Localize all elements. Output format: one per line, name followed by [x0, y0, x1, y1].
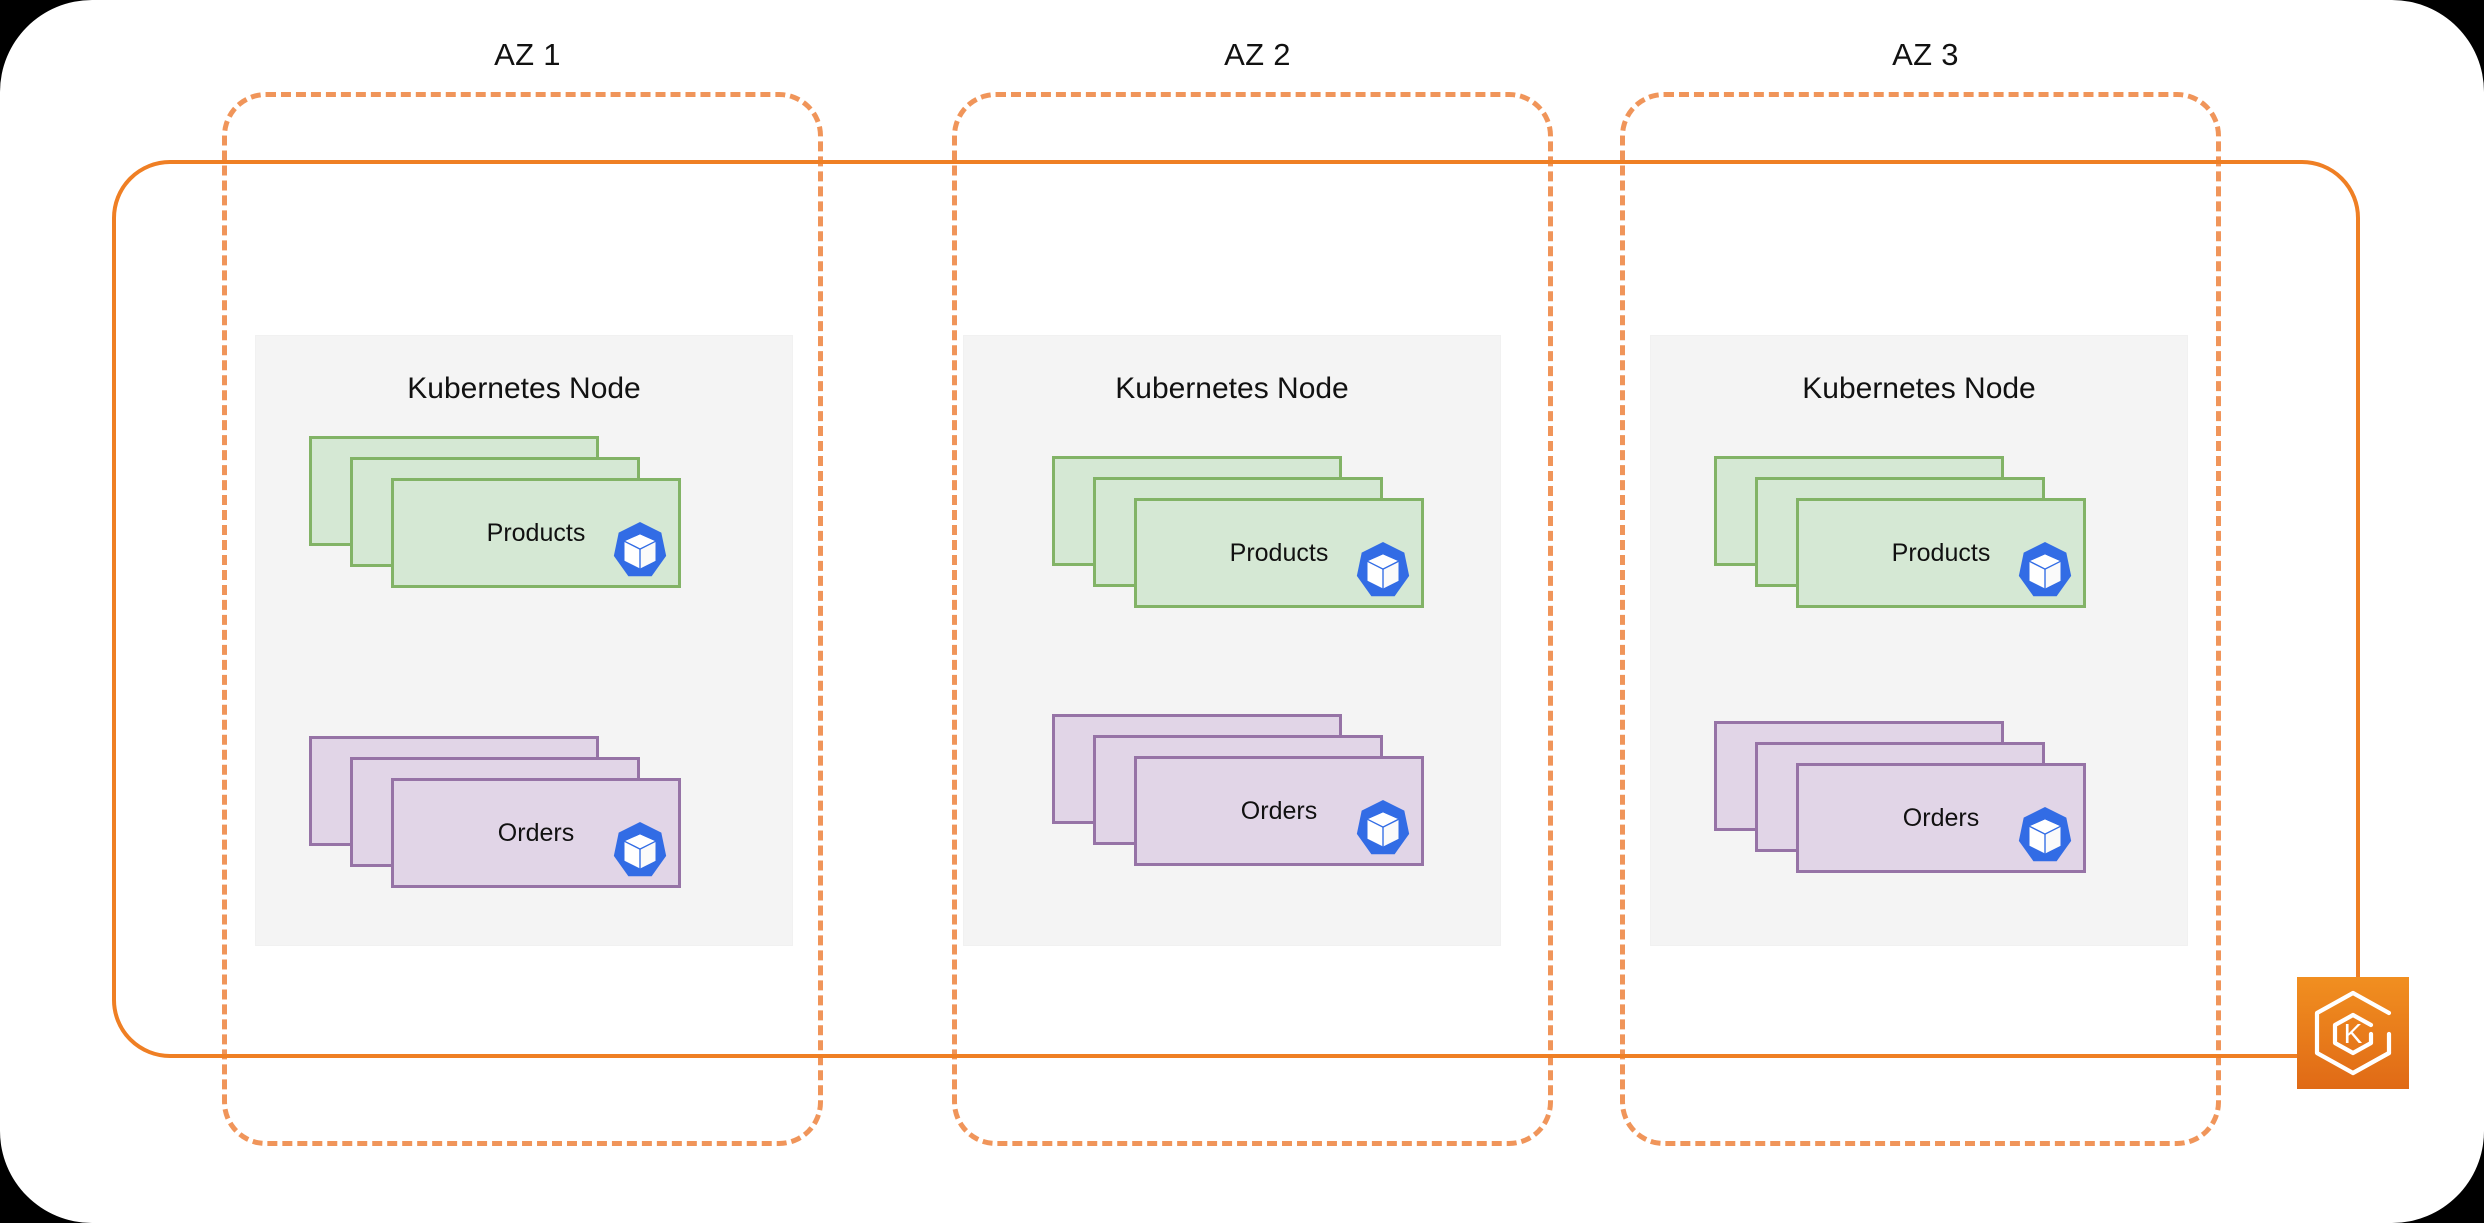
eks-letter: K	[2344, 1018, 2363, 1049]
pod-stack-label: Products	[1229, 538, 1329, 567]
pod-stack-label: Products	[1891, 538, 1991, 567]
kubernetes-node-az2: Kubernetes Node Products	[963, 335, 1501, 946]
az-label-1: AZ 1	[494, 37, 561, 72]
pod-stack-label: Products	[486, 518, 586, 547]
kubernetes-node-az3: Kubernetes Node Products	[1650, 335, 2188, 946]
pod-stack-label: Orders	[1240, 796, 1318, 825]
az-boundary-2: AZ 2	[952, 37, 1553, 1146]
pod-stack-products[interactable]: Products	[1714, 456, 2086, 608]
pod-stack-label: Orders	[1902, 803, 1980, 832]
kubernetes-node-az1: Kubernetes Node Products	[255, 335, 793, 946]
pod-stack-label: Orders	[497, 818, 575, 847]
az-label-2: AZ 2	[1224, 37, 1291, 72]
kubernetes-icon	[1352, 798, 1414, 860]
kubernetes-node-title: Kubernetes Node	[1802, 372, 2036, 405]
pod-stack-orders[interactable]: Orders	[1052, 714, 1424, 866]
eks-icon[interactable]: K	[2297, 977, 2409, 1089]
kubernetes-icon	[2014, 805, 2076, 867]
kubernetes-icon	[1352, 540, 1414, 602]
pod-stack-products[interactable]: Products	[1052, 456, 1424, 608]
pod-stack-orders[interactable]: Orders	[309, 736, 681, 888]
az-label-3: AZ 3	[1892, 37, 1959, 72]
az-boundary-3: AZ 3	[1620, 37, 2221, 1146]
pod-stack-orders[interactable]: Orders	[1714, 721, 2086, 873]
az-boundary-1: AZ 1	[222, 37, 823, 1146]
kubernetes-icon	[609, 520, 671, 582]
kubernetes-node-title: Kubernetes Node	[1115, 372, 1349, 405]
pod-stack-products[interactable]: Products	[309, 436, 681, 588]
kubernetes-icon	[2014, 540, 2076, 602]
kubernetes-icon	[609, 820, 671, 882]
kubernetes-node-title: Kubernetes Node	[407, 372, 641, 405]
